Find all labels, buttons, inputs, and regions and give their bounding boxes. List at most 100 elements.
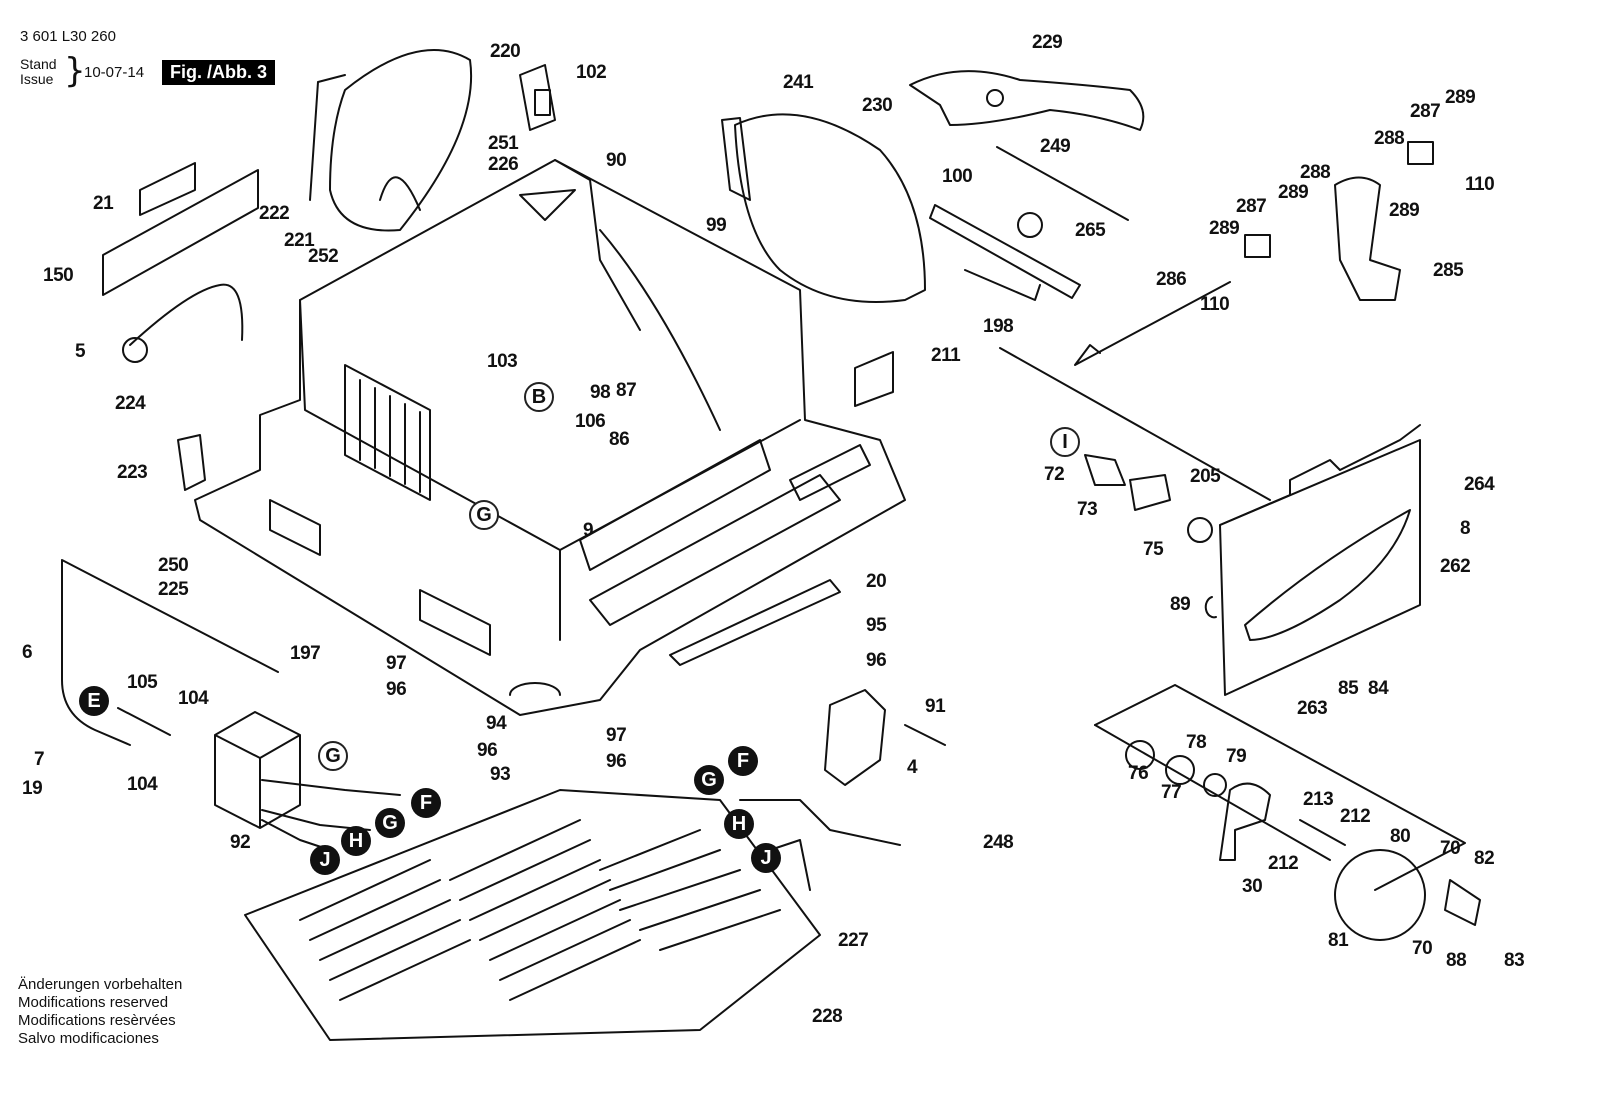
part-label-212[interactable]: 212 bbox=[1340, 806, 1371, 827]
connector-marker-g[interactable]: G bbox=[469, 500, 499, 530]
connector-marker-h[interactable]: H bbox=[341, 826, 371, 856]
part-label-9[interactable]: 9 bbox=[583, 520, 594, 541]
part-label-288[interactable]: 288 bbox=[1374, 128, 1405, 149]
part-label-251[interactable]: 251 bbox=[488, 133, 519, 154]
part-label-226[interactable]: 226 bbox=[488, 154, 519, 175]
part-label-222[interactable]: 222 bbox=[259, 203, 290, 224]
part-label-225[interactable]: 225 bbox=[158, 579, 189, 600]
part-label-104[interactable]: 104 bbox=[127, 774, 158, 795]
part-label-110[interactable]: 110 bbox=[1465, 174, 1495, 195]
part-label-97[interactable]: 97 bbox=[606, 725, 627, 746]
part-label-81[interactable]: 81 bbox=[1328, 930, 1349, 951]
connector-marker-h[interactable]: H bbox=[724, 809, 754, 839]
part-label-150[interactable]: 150 bbox=[43, 265, 74, 286]
part-label-84[interactable]: 84 bbox=[1368, 678, 1389, 699]
part-label-70[interactable]: 70 bbox=[1412, 938, 1433, 959]
part-label-211[interactable]: 211 bbox=[931, 345, 961, 366]
part-label-287[interactable]: 287 bbox=[1236, 196, 1267, 217]
part-label-252[interactable]: 252 bbox=[308, 246, 339, 267]
part-label-80[interactable]: 80 bbox=[1390, 826, 1411, 847]
part-label-97[interactable]: 97 bbox=[386, 653, 407, 674]
part-label-288[interactable]: 288 bbox=[1300, 162, 1331, 183]
part-label-104[interactable]: 104 bbox=[178, 688, 209, 709]
part-label-228[interactable]: 228 bbox=[812, 1006, 843, 1027]
part-label-77[interactable]: 77 bbox=[1161, 782, 1182, 803]
part-label-230[interactable]: 230 bbox=[862, 95, 893, 116]
part-label-83[interactable]: 83 bbox=[1504, 950, 1525, 971]
part-label-229[interactable]: 229 bbox=[1032, 32, 1063, 53]
part-label-286[interactable]: 286 bbox=[1156, 269, 1187, 290]
connector-marker-g[interactable]: G bbox=[318, 741, 348, 771]
part-label-96[interactable]: 96 bbox=[606, 751, 627, 772]
part-label-7[interactable]: 7 bbox=[34, 749, 45, 770]
part-label-72[interactable]: 72 bbox=[1044, 464, 1065, 485]
part-label-103[interactable]: 103 bbox=[487, 351, 518, 372]
connector-marker-g[interactable]: G bbox=[694, 765, 724, 795]
part-label-79[interactable]: 79 bbox=[1226, 746, 1247, 767]
part-label-289[interactable]: 289 bbox=[1445, 87, 1476, 108]
part-label-8[interactable]: 8 bbox=[1460, 518, 1471, 539]
part-label-248[interactable]: 248 bbox=[983, 832, 1014, 853]
part-label-289[interactable]: 289 bbox=[1278, 182, 1309, 203]
part-label-265[interactable]: 265 bbox=[1075, 220, 1106, 241]
part-label-198[interactable]: 198 bbox=[983, 316, 1014, 337]
part-label-241[interactable]: 241 bbox=[783, 72, 814, 93]
part-label-90[interactable]: 90 bbox=[606, 150, 627, 171]
part-label-263[interactable]: 263 bbox=[1297, 698, 1328, 719]
part-label-95[interactable]: 95 bbox=[866, 615, 887, 636]
part-label-19[interactable]: 19 bbox=[22, 778, 43, 799]
connector-marker-i[interactable]: I bbox=[1050, 427, 1080, 457]
part-label-100[interactable]: 100 bbox=[942, 166, 973, 187]
part-label-6[interactable]: 6 bbox=[22, 642, 33, 663]
part-label-96[interactable]: 96 bbox=[477, 740, 498, 761]
part-label-220[interactable]: 220 bbox=[490, 41, 521, 62]
part-label-262[interactable]: 262 bbox=[1440, 556, 1471, 577]
part-label-73[interactable]: 73 bbox=[1077, 499, 1098, 520]
part-label-93[interactable]: 93 bbox=[490, 764, 511, 785]
part-label-91[interactable]: 91 bbox=[925, 696, 946, 717]
connector-marker-f[interactable]: F bbox=[728, 746, 758, 776]
part-label-205[interactable]: 205 bbox=[1190, 466, 1221, 487]
part-label-221[interactable]: 221 bbox=[284, 230, 315, 251]
part-label-212[interactable]: 212 bbox=[1268, 853, 1299, 874]
part-label-88[interactable]: 88 bbox=[1446, 950, 1467, 971]
part-label-99[interactable]: 99 bbox=[706, 215, 727, 236]
part-label-197[interactable]: 197 bbox=[290, 643, 321, 664]
part-label-106[interactable]: 106 bbox=[575, 411, 606, 432]
part-label-223[interactable]: 223 bbox=[117, 462, 148, 483]
part-label-20[interactable]: 20 bbox=[866, 571, 887, 592]
part-label-249[interactable]: 249 bbox=[1040, 136, 1071, 157]
part-label-224[interactable]: 224 bbox=[115, 393, 146, 414]
part-label-289[interactable]: 289 bbox=[1389, 200, 1420, 221]
part-label-96[interactable]: 96 bbox=[866, 650, 887, 671]
part-label-227[interactable]: 227 bbox=[838, 930, 869, 951]
part-label-82[interactable]: 82 bbox=[1474, 848, 1495, 869]
part-label-89[interactable]: 89 bbox=[1170, 594, 1191, 615]
part-label-76[interactable]: 76 bbox=[1128, 763, 1149, 784]
part-label-4[interactable]: 4 bbox=[907, 757, 918, 778]
part-label-5[interactable]: 5 bbox=[75, 341, 86, 362]
part-label-85[interactable]: 85 bbox=[1338, 678, 1359, 699]
part-label-75[interactable]: 75 bbox=[1143, 539, 1164, 560]
connector-marker-g[interactable]: G bbox=[375, 808, 405, 838]
part-label-98[interactable]: 98 bbox=[590, 382, 611, 403]
part-label-78[interactable]: 78 bbox=[1186, 732, 1207, 753]
part-label-213[interactable]: 213 bbox=[1303, 789, 1334, 810]
part-label-105[interactable]: 105 bbox=[127, 672, 158, 693]
connector-marker-f[interactable]: F bbox=[411, 788, 441, 818]
part-label-94[interactable]: 94 bbox=[486, 713, 507, 734]
part-label-287[interactable]: 287 bbox=[1410, 101, 1441, 122]
part-label-30[interactable]: 30 bbox=[1242, 876, 1263, 897]
part-label-285[interactable]: 285 bbox=[1433, 260, 1464, 281]
connector-marker-j[interactable]: J bbox=[310, 845, 340, 875]
part-label-110[interactable]: 110 bbox=[1200, 294, 1230, 315]
part-label-21[interactable]: 21 bbox=[93, 193, 114, 214]
part-label-96[interactable]: 96 bbox=[386, 679, 407, 700]
part-label-250[interactable]: 250 bbox=[158, 555, 189, 576]
part-label-289[interactable]: 289 bbox=[1209, 218, 1240, 239]
part-label-264[interactable]: 264 bbox=[1464, 474, 1495, 495]
connector-marker-b[interactable]: B bbox=[524, 382, 554, 412]
part-label-87[interactable]: 87 bbox=[616, 380, 637, 401]
part-label-70[interactable]: 70 bbox=[1440, 838, 1461, 859]
connector-marker-j[interactable]: J bbox=[751, 843, 781, 873]
